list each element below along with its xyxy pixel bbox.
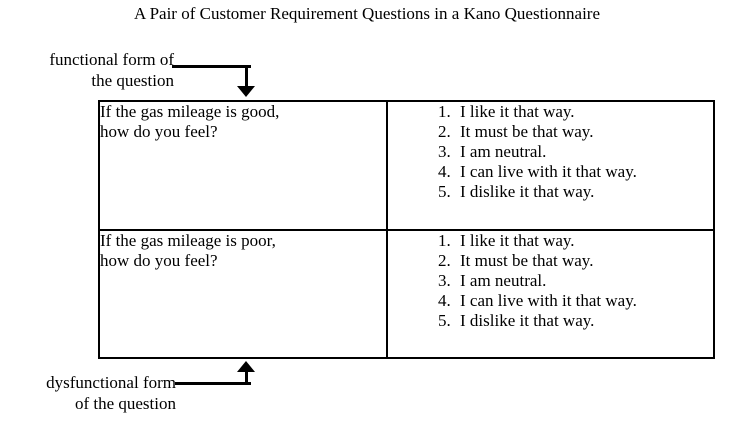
functional-connector-horizontal-line: [172, 65, 251, 68]
list-item[interactable]: 5. I dislike it that way.: [438, 182, 713, 202]
functional-arrow-down-icon: [237, 86, 255, 97]
answer-number: 2.: [438, 250, 451, 270]
list-item[interactable]: 4. I can live with it that way.: [438, 162, 713, 182]
list-item[interactable]: 1. I like it that way.: [438, 231, 713, 251]
answer-text: I like it that way.: [460, 102, 575, 121]
question-cell-dysfunctional: If the gas mileage is poor, how do you f…: [99, 228, 388, 358]
functional-form-label-line2: the question: [91, 71, 174, 90]
answer-number: 3.: [438, 270, 451, 290]
list-item[interactable]: 3. I am neutral.: [438, 142, 713, 162]
answer-text: I like it that way.: [460, 230, 575, 250]
question-text: If the gas mileage is poor, how do you f…: [100, 230, 276, 270]
list-item[interactable]: 5. I dislike it that way.: [438, 311, 713, 331]
answer-number: 4.: [438, 162, 451, 181]
answer-number: 5.: [438, 310, 451, 330]
answer-text: I dislike it that way.: [460, 182, 595, 201]
answer-text: I am neutral.: [460, 270, 547, 290]
functional-form-label: functional form of the question: [4, 49, 174, 91]
functional-connector-vertical-line: [245, 65, 248, 88]
question-text: If the gas mileage is good, how do you f…: [100, 102, 280, 141]
table-row: If the gas mileage is poor, how do you f…: [99, 228, 714, 358]
answer-number: 1.: [438, 230, 451, 250]
answers-cell-dysfunctional: 1. I like it that way. 2. It must be that …: [387, 228, 714, 358]
list-item[interactable]: 3. I am neutral.: [438, 271, 713, 291]
list-item[interactable]: 1. I like it that way.: [438, 102, 713, 122]
figure-title: A Pair of Customer Requirement Questions…: [134, 4, 600, 23]
question-cell-functional: If the gas mileage is good, how do you f…: [99, 101, 388, 230]
list-item[interactable]: 4. I can live with it that way.: [438, 291, 713, 311]
answer-text: I can live with it that way.: [460, 290, 637, 310]
functional-form-label-line1: functional form of: [49, 50, 174, 69]
answer-text: I am neutral.: [460, 142, 547, 161]
dysfunctional-connector-horizontal-line: [175, 382, 251, 385]
dysfunctional-form-label-line1: dysfunctional form: [46, 373, 176, 392]
dysfunctional-form-label: dysfunctional form of the question: [4, 372, 176, 414]
answer-number: 3.: [438, 142, 451, 161]
list-item[interactable]: 2. It must be that way.: [438, 251, 713, 271]
questionnaire-table: If the gas mileage is good, how do you f…: [98, 100, 715, 359]
answer-list: 1. I like it that way. 2. It must be that …: [388, 231, 713, 331]
table-row: If the gas mileage is good, how do you f…: [99, 101, 714, 230]
answer-text: It must be that way.: [460, 250, 594, 270]
dysfunctional-form-label-line2: of the question: [74, 394, 176, 413]
answers-cell-functional: 1. I like it that way. 2. It must be that …: [387, 101, 714, 230]
answer-text: I dislike it that way.: [460, 310, 595, 330]
answer-number: 5.: [438, 182, 451, 201]
answer-number: 2.: [438, 122, 451, 141]
dysfunctional-connector-vertical-line: [245, 371, 248, 385]
dysfunctional-arrow-up-icon: [237, 361, 255, 372]
list-item[interactable]: 2. It must be that way.: [438, 122, 713, 142]
answer-number: 4.: [438, 290, 451, 310]
answer-text: I can live with it that way.: [460, 162, 637, 181]
answer-text: It must be that way.: [460, 122, 594, 141]
answer-list: 1. I like it that way. 2. It must be that …: [388, 102, 713, 202]
answer-number: 1.: [438, 102, 451, 121]
